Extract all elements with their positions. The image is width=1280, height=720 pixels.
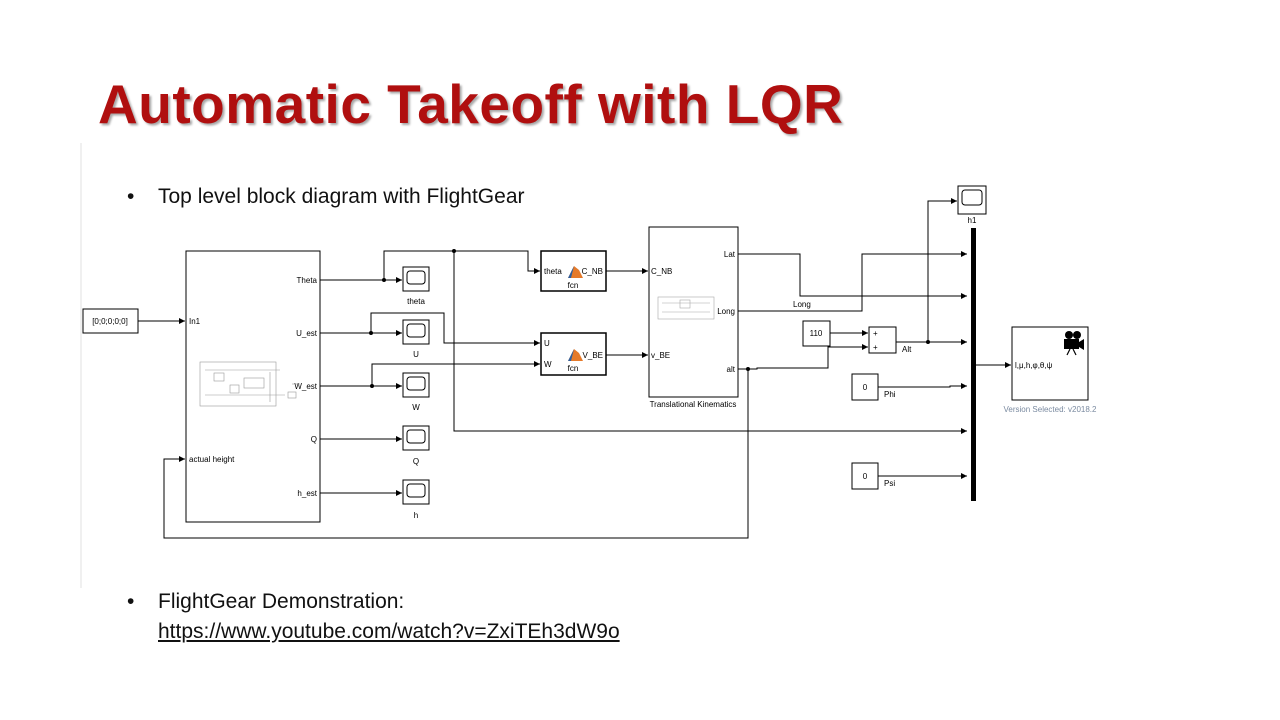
- camera-icon: [1064, 331, 1084, 356]
- port-actual-height: actual height: [189, 455, 235, 464]
- sum-plus-2: +: [873, 343, 878, 352]
- tk-thumbnail: [657, 296, 715, 320]
- scope-q[interactable]: Q: [402, 425, 430, 466]
- fcn-vbe-name: fcn: [568, 364, 579, 373]
- fcn-cnb-block[interactable]: theta C_NB fcn: [540, 250, 607, 292]
- tk-in-cnb: C_NB: [651, 267, 672, 276]
- scope-theta-label: theta: [407, 297, 425, 306]
- scope-u-label: U: [413, 350, 419, 359]
- scope-h-label: h: [414, 511, 418, 520]
- bullet-2-text: FlightGear Demonstration:: [158, 590, 405, 613]
- tk-out-alt: alt: [727, 365, 736, 374]
- scope-h1-label: h1: [968, 216, 977, 225]
- scope-h[interactable]: h: [402, 479, 430, 520]
- long-signal-label: Long: [793, 300, 811, 309]
- matlab-icon: [568, 349, 583, 361]
- constant-phi-value: 0: [863, 383, 868, 392]
- flightgear-block[interactable]: l,μ,h,φ,θ,ψ Version Selected: v2018.2: [1004, 326, 1098, 414]
- slide-title: Automatic Takeoff with LQR: [98, 73, 844, 135]
- constant-phi-block[interactable]: 0 Phi: [851, 373, 896, 401]
- bullet-dot: •: [127, 590, 135, 613]
- constant-psi-value: 0: [863, 472, 868, 481]
- flightgear-version: Version Selected: v2018.2: [1004, 405, 1098, 414]
- fcn-vbe-in-u: U: [544, 339, 550, 348]
- tk-in-vbe: v_BE: [651, 351, 670, 360]
- bullet-1-text: Top level block diagram with FlightGear: [158, 185, 525, 208]
- port-u-est: U_est: [296, 329, 318, 338]
- psi-label: Psi: [884, 479, 895, 488]
- sum-plus-1: +: [873, 329, 878, 338]
- constant-psi-block[interactable]: 0 Psi: [851, 462, 895, 490]
- tk-out-long: Long: [717, 307, 735, 316]
- fcn-vbe-in-w: W: [544, 360, 552, 369]
- translational-kinematics-block[interactable]: C_NB v_BE Lat Long alt Translational Kin…: [648, 226, 739, 409]
- bullet-dot: •: [127, 185, 135, 208]
- port-theta: Theta: [297, 276, 318, 285]
- scope-u[interactable]: U: [402, 319, 430, 359]
- scope-w[interactable]: W: [402, 372, 430, 412]
- wires: [138, 198, 1011, 539]
- sum-block[interactable]: + + Alt: [868, 326, 912, 354]
- subsystem-thumbnail: [199, 361, 300, 407]
- port-w-est: W_est: [294, 382, 317, 391]
- constant-110-block[interactable]: 110: [802, 320, 831, 347]
- demo-link[interactable]: https://www.youtube.com/watch?v=ZxiTEh3d…: [158, 620, 620, 643]
- fcn-cnb-name: fcn: [568, 281, 579, 290]
- port-in1: In1: [189, 317, 201, 326]
- tk-out-lat: Lat: [724, 250, 736, 259]
- matlab-icon: [568, 266, 583, 278]
- scope-theta[interactable]: theta: [402, 266, 430, 306]
- fcn-vbe-out: V_BE: [583, 351, 603, 360]
- fcn-cnb-in-theta: theta: [544, 267, 562, 276]
- port-h-est: h_est: [297, 489, 317, 498]
- main-subsystem-block[interactable]: In1 actual height Theta U_est W_est Q h_…: [185, 250, 321, 523]
- constant-110-label: 110: [810, 329, 823, 338]
- alt-label: Alt: [902, 345, 912, 354]
- port-q: Q: [311, 435, 317, 444]
- tk-name: Translational Kinematics: [650, 400, 737, 409]
- scope-w-label: W: [412, 403, 420, 412]
- fcn-cnb-out: C_NB: [582, 267, 603, 276]
- scope-h1[interactable]: h1: [957, 185, 987, 225]
- fcn-vbe-block[interactable]: U W V_BE fcn: [540, 332, 607, 376]
- flightgear-input-label: l,μ,h,φ,θ,ψ: [1015, 361, 1053, 370]
- mux-bar[interactable]: [971, 228, 976, 501]
- constant-input-block[interactable]: [0;0;0;0;0]: [82, 308, 139, 334]
- scope-q-label: Q: [413, 457, 419, 466]
- phi-label: Phi: [884, 390, 896, 399]
- constant-input-label: [0;0;0;0;0]: [92, 317, 128, 326]
